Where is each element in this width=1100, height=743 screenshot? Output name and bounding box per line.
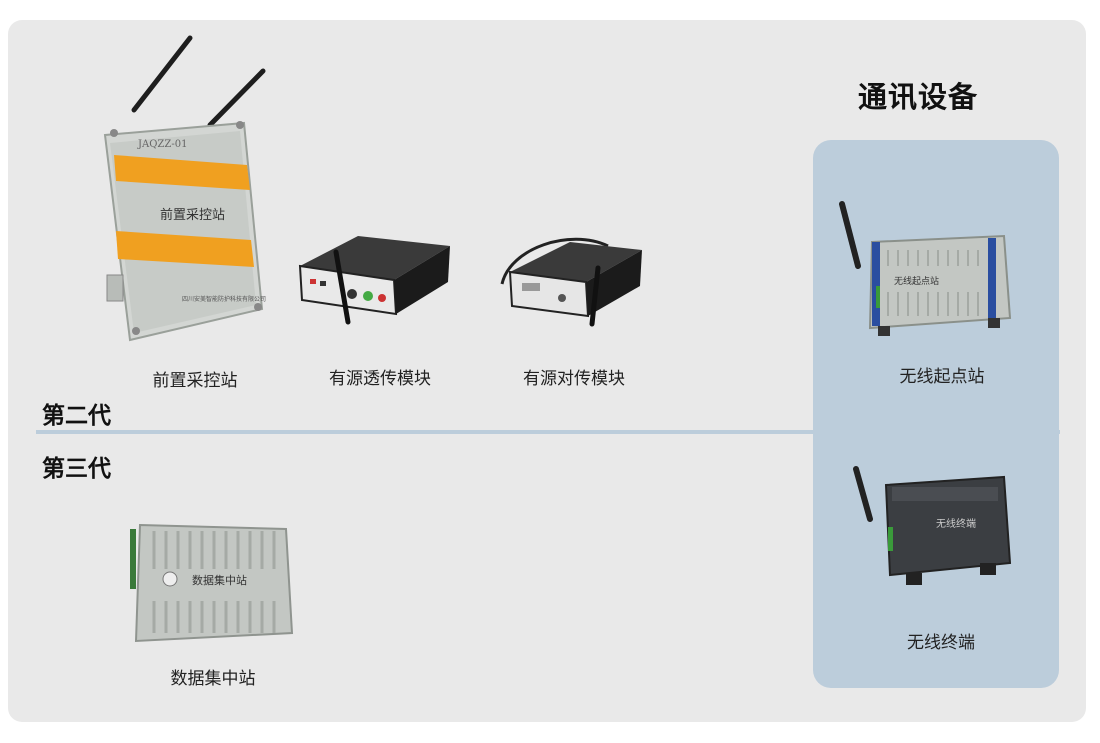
wireless-terminal-label: 无线终端 bbox=[907, 633, 975, 653]
active-passthrough-label: 有源透传模块 bbox=[329, 369, 431, 389]
wireless-start-face-text: 无线起点站 bbox=[894, 275, 939, 287]
wireless-start-station-image: 无线起点站 bbox=[838, 200, 1014, 342]
data-concentrator-face-text: 数据集中站 bbox=[192, 573, 247, 587]
page-title: 通讯设备 bbox=[858, 80, 979, 114]
wireless-start-station-label: 无线起点站 bbox=[899, 367, 985, 387]
active-pair-label: 有源对传模块 bbox=[523, 369, 625, 389]
wireless-terminal-image: 无线终端 bbox=[848, 465, 1014, 591]
active-passthrough-image bbox=[296, 232, 452, 327]
front-station-image: JAQZZ-01 前置采控站 四川安美智能防护科技有限公司 bbox=[100, 35, 270, 350]
communication-device-highlight-panel bbox=[813, 140, 1059, 688]
third-generation-heading: 第三代 bbox=[42, 456, 111, 482]
front-station-label: 前置采控站 bbox=[152, 371, 238, 391]
front-station-face-text: 前置采控站 bbox=[160, 207, 225, 223]
front-station-model-text: JAQZZ-01 bbox=[137, 139, 187, 150]
data-concentrator-label: 数据集中站 bbox=[170, 669, 256, 689]
wireless-terminal-face-text: 无线终端 bbox=[936, 517, 976, 530]
data-concentrator-image: 数据集中站 bbox=[124, 515, 294, 650]
front-station-maker-text: 四川安美智能防护科技有限公司 bbox=[182, 295, 266, 303]
second-generation-heading: 第二代 bbox=[42, 403, 111, 429]
active-pair-image bbox=[490, 228, 646, 328]
generation-divider bbox=[36, 430, 806, 434]
generation-divider-extension bbox=[806, 430, 1060, 434]
